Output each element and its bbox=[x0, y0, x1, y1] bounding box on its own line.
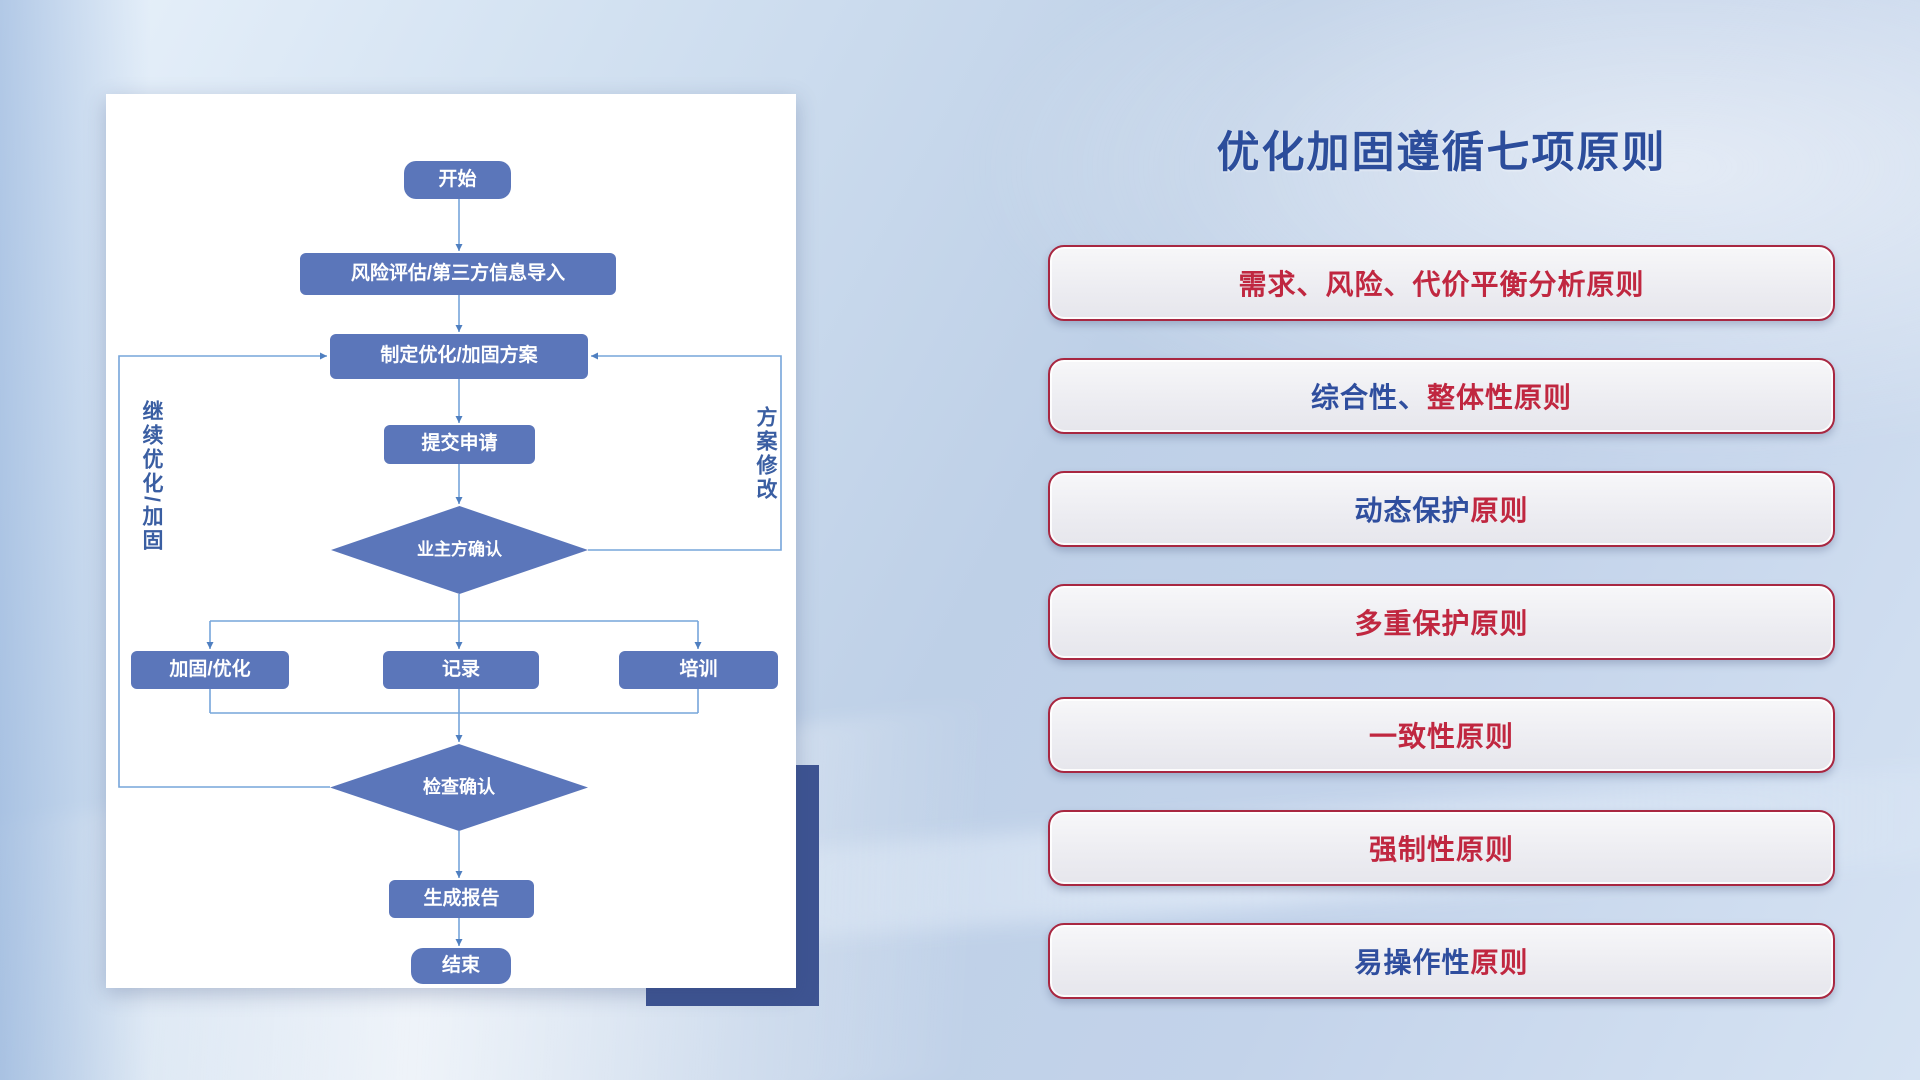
principle-7-text-blue: 易操作性 bbox=[1354, 947, 1471, 978]
principle-2-text-blue: 综合性、 bbox=[1310, 382, 1427, 413]
principles-list: 需求、风险、代价平衡分析原则 综合性、整体性原则 动态保护原则 多重保护原则 一… bbox=[1048, 245, 1835, 1036]
flow-node-risk-import: 风险评估/第三方信息导入 bbox=[300, 253, 616, 295]
principle-7-text-red: 原则 bbox=[1470, 947, 1529, 978]
flow-node-owner-confirm: 业主方确认 bbox=[331, 506, 588, 594]
flow-node-report: 生成报告 bbox=[389, 880, 534, 918]
edge-label-plan-revise: 方案修改 bbox=[754, 406, 777, 502]
flowchart-card: 开始 风险评估/第三方信息导入 制定优化/加固方案 提交申请 业主方确认 加固/… bbox=[106, 94, 796, 988]
principle-1-text-red: 需求、风险、代价平衡分析原则 bbox=[1238, 269, 1645, 300]
flow-node-record: 记录 bbox=[383, 651, 539, 689]
principle-5-text-red: 一致性原则 bbox=[1368, 721, 1514, 752]
principle-6-text-red: 强制性原则 bbox=[1368, 834, 1514, 865]
principle-pill-6: 强制性原则 bbox=[1048, 810, 1835, 886]
principle-pill-3: 动态保护原则 bbox=[1048, 471, 1835, 547]
flow-node-check-confirm: 检查确认 bbox=[330, 744, 588, 831]
flow-node-submit: 提交申请 bbox=[384, 425, 535, 464]
principle-pill-7: 易操作性原则 bbox=[1048, 923, 1835, 999]
principle-pill-1: 需求、风险、代价平衡分析原则 bbox=[1048, 245, 1835, 321]
principle-2-text-red: 整体性原则 bbox=[1427, 382, 1573, 413]
principle-3-text-red: 原则 bbox=[1470, 495, 1529, 526]
edge-label-continue-optimize: 继续优化/加固 bbox=[140, 400, 163, 553]
page-title: 优化加固遵循七项原则 bbox=[1216, 129, 1667, 177]
flow-node-end: 结束 bbox=[411, 948, 511, 984]
flow-node-reinforce: 加固/优化 bbox=[131, 651, 289, 689]
flow-node-training: 培训 bbox=[619, 651, 778, 689]
principle-pill-5: 一致性原则 bbox=[1048, 697, 1835, 773]
flow-node-start: 开始 bbox=[404, 161, 511, 199]
principle-pill-4: 多重保护原则 bbox=[1048, 584, 1835, 660]
principle-pill-2: 综合性、整体性原则 bbox=[1048, 358, 1835, 434]
principle-3-text-blue: 动态保护 bbox=[1354, 495, 1471, 526]
flow-node-make-plan: 制定优化/加固方案 bbox=[330, 334, 588, 379]
principles-column: 优化加固遵循七项原则 需求、风险、代价平衡分析原则 综合性、整体性原则 动态保护… bbox=[1048, 0, 1835, 1080]
principle-4-text-red: 多重保护原则 bbox=[1354, 608, 1529, 639]
